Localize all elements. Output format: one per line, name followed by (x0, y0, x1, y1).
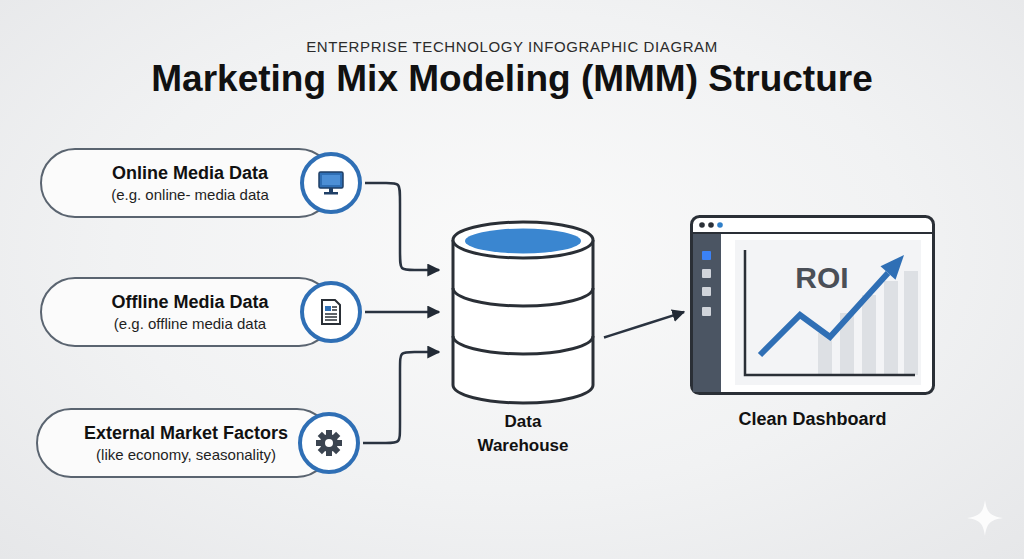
diagram-title: Marketing Mix Modeling (MMM) Structure (0, 58, 1024, 100)
flow-arrow (604, 312, 684, 338)
doc-icon (322, 300, 340, 324)
icon-circle (300, 414, 358, 472)
pill-outline (36, 408, 360, 478)
text-group: Offline Media Data(e.g. offline media da… (70, 277, 310, 347)
pill-shape (41, 278, 333, 346)
dashboard-window (692, 217, 934, 394)
cyl-node: Data Warehouse (445, 220, 601, 455)
pill-node: External Market Factors(like economy, se… (36, 408, 360, 478)
flow-arrow (363, 352, 439, 443)
flow-arrow (365, 311, 439, 314)
dash-node: ROI Clean Dashboard (690, 215, 935, 440)
node-label: Data Warehouse (468, 410, 578, 458)
text-group: External Market Factors(like economy, se… (66, 408, 306, 478)
node-label: Clean Dashboard (690, 408, 935, 431)
database-cylinder (453, 222, 593, 403)
gear-icon (316, 430, 342, 456)
node-subtext: (e.g. offline media data (114, 314, 266, 334)
node-heading: Offline Media Data (111, 291, 268, 314)
pill-shape (37, 409, 331, 477)
dash-outline (690, 215, 935, 440)
watermark-sparkle (967, 500, 1003, 536)
node-subtext: (e.g. online- media data (111, 185, 269, 205)
icon-circle (302, 154, 360, 212)
text-group: Online Media Data(e.g. online- media dat… (70, 148, 310, 218)
node-heading: Online Media Data (112, 162, 268, 185)
node-heading: External Market Factors (84, 422, 288, 445)
flow-arrow (365, 183, 439, 270)
pill-shape (41, 149, 333, 217)
monitor-icon (319, 172, 343, 195)
metric-label: ROI (782, 261, 862, 294)
icon-circle (302, 283, 360, 341)
pill-outline (40, 277, 362, 347)
pill-outline (40, 148, 362, 218)
node-subtext: (like economy, seasonality) (96, 445, 276, 465)
pill-node: Offline Media Data(e.g. offline media da… (40, 277, 362, 347)
pill-node: Online Media Data(e.g. online- media dat… (40, 148, 362, 218)
subtitle-label: ENTERPRISE TECHNOLOGY INFOGRAPHIC DIAGRA… (0, 38, 1024, 55)
